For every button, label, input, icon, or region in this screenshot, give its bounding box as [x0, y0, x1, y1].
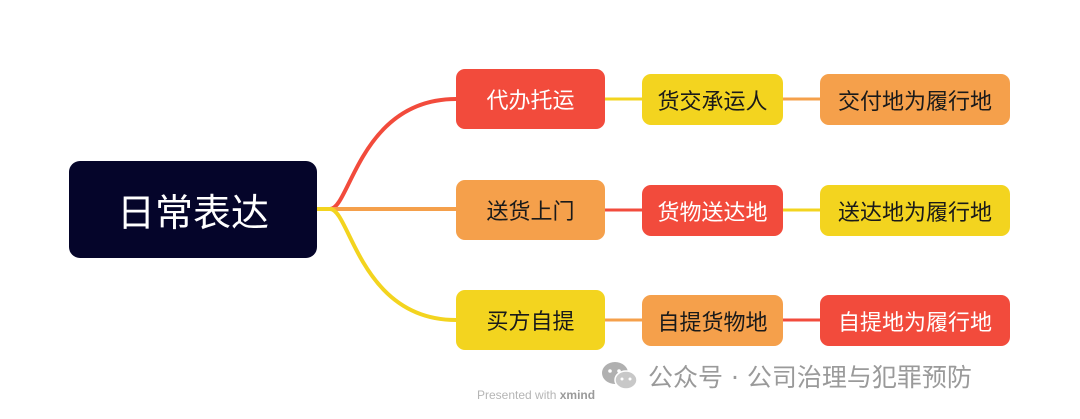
credit-prefix: Presented with — [477, 388, 557, 402]
branch-topic-3[interactable]: 买方自提 — [456, 290, 605, 350]
subtopic-2-1[interactable]: 货物送达地 — [642, 185, 783, 236]
root-topic[interactable]: 日常表达 — [69, 161, 317, 258]
subtopic-3-1[interactable]: 自提货物地 — [642, 295, 783, 346]
watermark-text: 公众号 · 公司治理与犯罪预防 — [648, 363, 972, 392]
credit-brand: xmind — [559, 388, 596, 402]
subtopic-1-1[interactable]: 货交承运人 — [642, 74, 783, 125]
connector-root-to-branch-3 — [317, 207, 457, 322]
presented-with-credit: Presented with xmind — [477, 388, 595, 402]
subtopic-1-2[interactable]: 交付地为履行地 — [820, 74, 1010, 125]
subtopic-3-2[interactable]: 自提地为履行地 — [820, 295, 1010, 346]
connector-root-to-branch-1 — [317, 97, 457, 211]
wechat-icon — [602, 362, 638, 390]
branch-topic-2[interactable]: 送货上门 — [456, 180, 605, 240]
subtopic-2-2[interactable]: 送达地为履行地 — [820, 185, 1010, 236]
branch-topic-1[interactable]: 代办托运 — [456, 69, 605, 129]
watermark: 公众号 · 公司治理与犯罪预防 — [600, 358, 972, 394]
